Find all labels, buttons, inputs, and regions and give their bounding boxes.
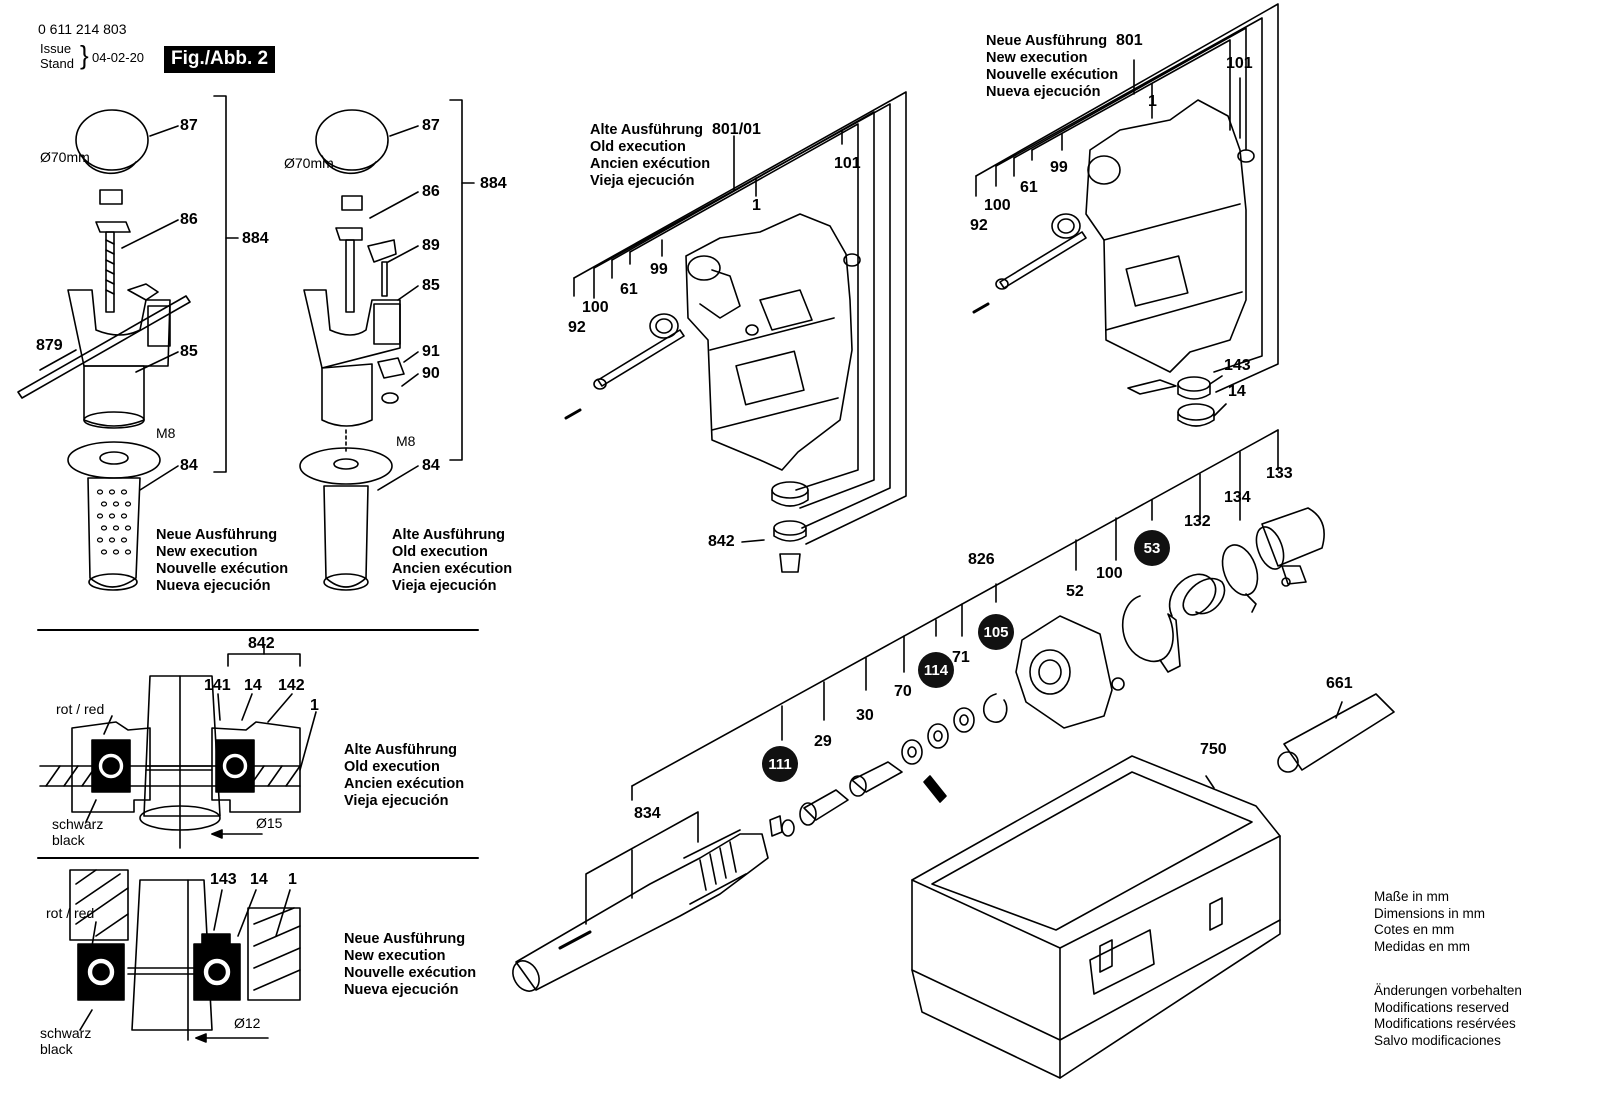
label-black: black: [52, 832, 85, 848]
label-801: 801: [1116, 32, 1143, 49]
note-old-execution-housing: Alte Ausführung Old execution Ancien exé…: [590, 122, 711, 189]
label-30: 30: [856, 707, 874, 724]
label-143: 143: [1224, 357, 1251, 374]
label-134: 134: [1224, 489, 1251, 506]
label-black: black: [40, 1041, 73, 1057]
label-84: 84: [422, 457, 440, 474]
label-87: 87: [180, 117, 198, 134]
badge-111: 111: [762, 746, 798, 782]
label-133: 133: [1266, 465, 1293, 482]
label-schwarz: schwarz: [40, 1025, 92, 1041]
label-61: 61: [1020, 179, 1038, 196]
note-new-execution-handle: Neue Ausführung New execution Nouvelle e…: [156, 527, 289, 594]
label-29: 29: [814, 733, 832, 750]
label-842: 842: [708, 533, 735, 550]
carrying-case: [911, 755, 1281, 1079]
tool-holder-assembly: [512, 429, 1395, 992]
part-number: 0 611 214 803: [38, 21, 127, 37]
label-132: 132: [1184, 513, 1211, 530]
label-101: 101: [834, 155, 861, 172]
label-1: 1: [752, 197, 761, 214]
label-14: 14: [250, 871, 268, 888]
label-884: 884: [480, 175, 507, 192]
label-84: 84: [180, 457, 198, 474]
label-100: 100: [582, 299, 609, 316]
label-661: 661: [1326, 675, 1353, 692]
aux-handle-old: [299, 99, 475, 591]
label-1: 1: [1148, 93, 1157, 110]
label-1: 1: [310, 697, 319, 714]
label-diameter-15: Ø15: [256, 815, 283, 831]
label-m8: M8: [156, 425, 176, 441]
label-1: 1: [288, 871, 297, 888]
label-884: 884: [242, 230, 269, 247]
figure-label: Fig./Abb. 2: [164, 46, 276, 73]
label-826: 826: [968, 551, 995, 568]
badge-53: 53: [1134, 530, 1170, 566]
label-92: 92: [568, 319, 586, 336]
label-diameter-70: Ø70mm: [284, 155, 334, 171]
label-142: 142: [278, 677, 305, 694]
section-new-bearing: [69, 869, 301, 1043]
label-86: 86: [180, 211, 198, 228]
label-14: 14: [244, 677, 262, 694]
gear-housing-old: [564, 91, 907, 573]
badge-114: 114: [918, 652, 954, 688]
label-diameter-70: Ø70mm: [40, 149, 90, 165]
label-86: 86: [422, 183, 440, 200]
label-100: 100: [984, 197, 1011, 214]
label-m8: M8: [396, 433, 416, 449]
gear-housing-new: [972, 3, 1279, 427]
label-14: 14: [1228, 383, 1246, 400]
label-52: 52: [1066, 583, 1084, 600]
label-143: 143: [210, 871, 237, 888]
aux-handle-new: [17, 95, 239, 591]
issue-label: Issue: [40, 41, 72, 56]
label-100: 100: [1096, 565, 1123, 582]
badge-105: 105: [978, 614, 1014, 650]
label-91: 91: [422, 343, 440, 360]
label-92: 92: [970, 217, 988, 234]
label-70: 70: [894, 683, 912, 700]
label-842: 842: [248, 635, 275, 652]
label-rot-red: rot / red: [56, 701, 105, 717]
note-dimensions: Maße in mm Dimensions in mm Cotes en mm …: [1374, 889, 1486, 954]
label-89: 89: [422, 237, 440, 254]
issue-brace: }: [80, 40, 89, 70]
label-834: 834: [634, 805, 661, 822]
label-85: 85: [422, 277, 440, 294]
label-87: 87: [422, 117, 440, 134]
issue-date: 04-02-20: [92, 50, 145, 65]
label-750: 750: [1200, 741, 1227, 758]
label-90: 90: [422, 365, 440, 382]
note-new-execution-section: Neue Ausführung New execution Nouvelle e…: [344, 931, 477, 998]
note-modifications: Änderungen vorbehalten Modifications res…: [1374, 983, 1522, 1048]
label-61: 61: [620, 281, 638, 298]
note-new-execution-housing: Neue Ausführung New execution Nouvelle e…: [986, 33, 1119, 100]
label-rot-red: rot / red: [46, 905, 95, 921]
label-801-01: 801/01: [712, 121, 761, 138]
label-99: 99: [650, 261, 668, 278]
label-71: 71: [952, 649, 970, 666]
label-schwarz: schwarz: [52, 816, 104, 832]
label-99: 99: [1050, 159, 1068, 176]
label-101: 101: [1226, 55, 1253, 72]
label-879: 879: [36, 337, 63, 354]
label-diameter-12: Ø12: [234, 1015, 261, 1031]
label-141: 141: [204, 677, 231, 694]
label-85: 85: [180, 343, 198, 360]
note-old-execution-section: Alte Ausführung Old execution Ancien exé…: [344, 742, 465, 809]
stand-label: Stand: [40, 56, 74, 71]
note-old-execution-handle: Alte Ausführung Old execution Ancien exé…: [392, 527, 513, 594]
section-old-bearing: [39, 645, 317, 849]
